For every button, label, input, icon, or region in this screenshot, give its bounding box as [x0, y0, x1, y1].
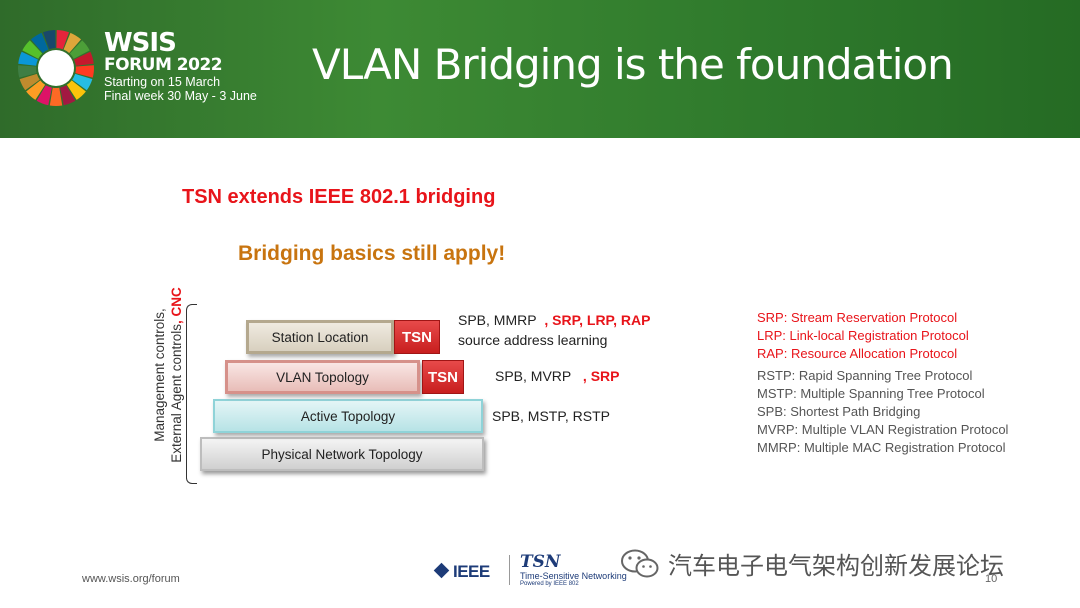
layer-physical-topology: Physical Network Topology: [200, 437, 484, 471]
vlan-annotation-prefix: SPB, MVRP: [495, 368, 572, 384]
wheel-segment: [56, 30, 70, 50]
tsn-logo-text: TSN: [520, 552, 561, 572]
ieee-logo-text: IEEE: [453, 562, 490, 581]
station-annotation-line2: source address learning: [458, 332, 608, 348]
def-rstp: RSTP: Rapid Spanning Tree Protocol: [757, 368, 973, 383]
wheel-segment: [18, 51, 38, 66]
ieee-logo: IEEE: [433, 562, 490, 582]
wheel-segment: [69, 40, 90, 59]
logo-final-week: Final week 30 May - 3 June: [104, 89, 257, 103]
logo-divider: [509, 555, 510, 585]
ieee-diamond-icon: [433, 562, 450, 579]
page-number: 10: [985, 573, 998, 585]
wheel-segment: [66, 80, 86, 100]
bridging-basics-heading: Bridging basics still apply!: [238, 242, 506, 265]
sdg-wheel-icon: [18, 30, 94, 106]
vlan-annotation: SPB, MVRP , SRP: [495, 368, 620, 384]
controls-label-line2-text: External Agent controls: [169, 323, 184, 463]
wheel-segment: [36, 85, 52, 106]
def-srp: SRP: Stream Reservation Protocol: [757, 310, 958, 325]
layer-vlan-topology: VLAN Topology: [225, 360, 420, 394]
layer-station-location: Station Location: [246, 320, 394, 354]
cnc-label: , CNC: [169, 287, 184, 324]
wheel-segment: [49, 87, 63, 106]
station-annotation-line1: SPB, MMRP , SRP, LRP, RAP: [458, 312, 650, 328]
header-banner: WSIS FORUM 2022 Starting on 15 March Fin…: [0, 0, 1080, 138]
watermark: 汽车电子电气架构创新发展论坛: [620, 546, 1004, 581]
wheel-segment: [30, 32, 49, 53]
tsn-extends-heading: TSN extends IEEE 802.1 bridging: [182, 186, 496, 208]
tsn-badge-vlan: TSN: [422, 360, 464, 394]
def-lrp: LRP: Link-local Registration Protocol: [757, 328, 969, 343]
tsn-logo-subtitle: Time-Sensitive Networking: [520, 571, 627, 581]
active-annotation: SPB, MSTP, RSTP: [492, 408, 610, 424]
def-rap: RAP: Resource Allocation Protocol: [757, 346, 958, 361]
wheel-segment: [42, 30, 56, 50]
wheel-segment: [22, 40, 43, 59]
wheel-segment: [63, 32, 82, 53]
wheel-segment: [75, 65, 94, 78]
wheel-segment: [26, 80, 46, 100]
wheel-segment: [72, 73, 93, 91]
layer-active-topology: Active Topology: [213, 399, 483, 433]
controls-label-line2: External Agent controls, CNC: [168, 250, 185, 500]
def-mvrp: MVRP: Multiple VLAN Registration Protoco…: [757, 422, 1009, 437]
slide-title: VLAN Bridging is the foundation: [312, 40, 954, 89]
wechat-icon: [621, 549, 659, 577]
logo-forum: FORUM 2022: [104, 55, 223, 75]
wheel-segment: [18, 65, 37, 78]
def-spb: SPB: Shortest Path Bridging: [757, 404, 921, 419]
def-mmrp: MMRP: Multiple MAC Registration Protocol: [757, 440, 1006, 455]
controls-label-line1: Management controls,: [152, 308, 167, 442]
logo-start-date: Starting on 15 March: [104, 75, 221, 89]
wsis-logo-text: WSIS FORUM 2022 Starting on 15 March Fin…: [104, 30, 257, 103]
wheel-center: [38, 50, 74, 86]
tsn-badge-station: TSN: [394, 320, 440, 354]
controls-vertical-label: Management controls, External Agent cont…: [151, 250, 185, 500]
tsn-logo: TSN Time-Sensitive Networking Powered by…: [520, 554, 627, 588]
station-annotation-red: , SRP, LRP, RAP: [544, 312, 651, 328]
def-mstp: MSTP: Multiple Spanning Tree Protocol: [757, 386, 985, 401]
tsn-logo-powered: Powered by IEEE 802: [520, 581, 579, 587]
wheel-segment: [74, 51, 94, 66]
station-annotation-prefix: SPB, MMRP: [458, 312, 537, 328]
watermark-text: 汽车电子电气架构创新发展论坛: [668, 552, 1004, 580]
logo-wsis: WSIS: [104, 28, 177, 58]
vlan-annotation-red: , SRP: [582, 368, 620, 384]
wheel-segment: [19, 73, 40, 91]
wheel-segment: [60, 85, 76, 106]
controls-bracket: [186, 304, 197, 484]
footer-url: www.wsis.org/forum: [82, 573, 180, 585]
